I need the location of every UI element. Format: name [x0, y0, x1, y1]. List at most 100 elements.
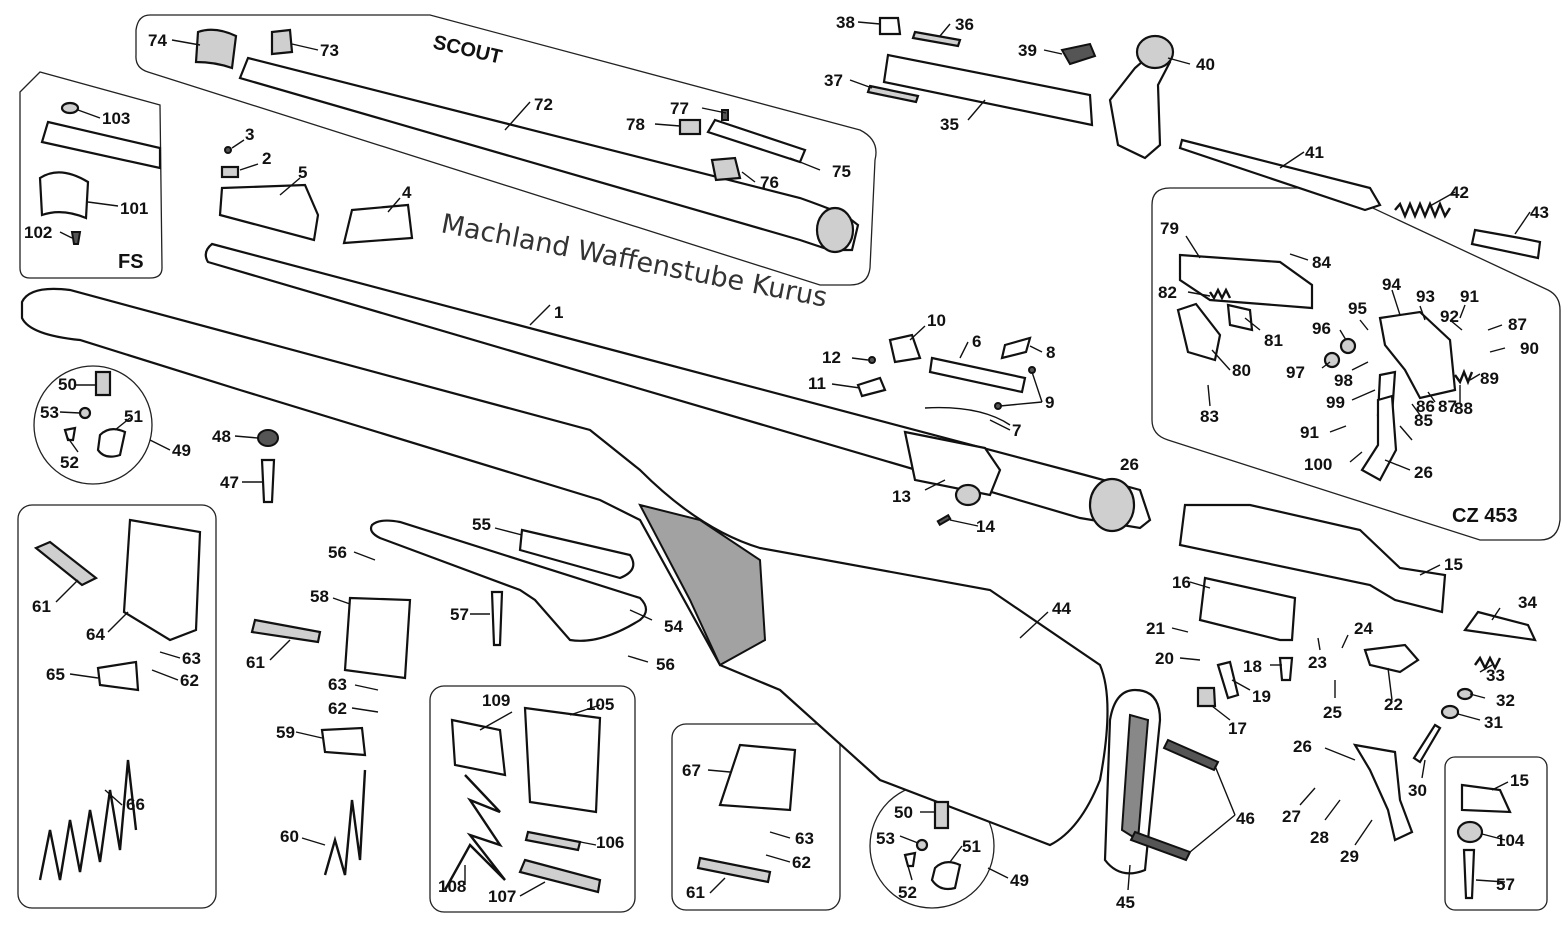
callout-label: 57: [450, 605, 469, 624]
part-4-hood-insert: [342, 203, 414, 245]
part-31-nut: [1440, 704, 1460, 720]
part-15-receiver: [1178, 503, 1447, 614]
callout-label: 52: [60, 453, 79, 472]
callout-label: 14: [976, 517, 995, 536]
callout-label: 83: [1200, 407, 1219, 426]
part-47-bolt: [260, 458, 276, 504]
callout-label: 6: [972, 332, 981, 351]
callout-label: 43: [1530, 203, 1549, 222]
callout-label: 3: [245, 125, 254, 144]
callout-label: 1: [554, 303, 563, 322]
callout-label: 15: [1444, 555, 1463, 574]
part-75-sight-spring: [706, 118, 807, 164]
callout-label: 13: [892, 487, 911, 506]
magazine-box-left: [17, 504, 217, 909]
callout-label: 79: [1160, 219, 1179, 238]
part-2-sight-blade: [220, 165, 240, 179]
callout-label: 18: [1243, 657, 1262, 676]
part-19-pin: [1216, 660, 1240, 700]
callout-label: 52: [898, 883, 917, 902]
part-58-magazine: [343, 596, 412, 680]
callout-label: 99: [1326, 393, 1345, 412]
part-78-sight-block: [678, 118, 702, 136]
part-106-plate: [524, 830, 582, 852]
callout-label: 49: [172, 441, 191, 460]
callout-label: 91: [1300, 423, 1319, 442]
callout-label: 66: [126, 795, 145, 814]
part-41-firing-pin: [1178, 138, 1382, 212]
callout-label: 50: [894, 803, 913, 822]
callout-label: 87: [1438, 397, 1457, 416]
part-11-lever: [856, 376, 887, 398]
callout-labels: 1 2 3 4 5 6 7 8 9 10 11 12 13 14 15 15 1…: [24, 13, 1549, 912]
callout-label: 65: [46, 665, 65, 684]
part-34-bracket: [1463, 610, 1537, 642]
callout-label: 97: [1286, 363, 1305, 382]
callout-label: 16: [1172, 573, 1191, 592]
callout-label: 63: [328, 675, 347, 694]
callout-label: 45: [1116, 893, 1135, 912]
callout-label: 47: [220, 473, 239, 492]
callout-label: 91: [1460, 287, 1479, 306]
part-82-spring: [1209, 287, 1232, 301]
fs-barrel-part: [40, 120, 162, 170]
part-37-extractor-2: [866, 84, 920, 104]
callout-label: 62: [328, 699, 347, 718]
part-60-spring: [323, 769, 367, 876]
callout-label: 96: [1312, 319, 1331, 338]
callout-label: 22: [1384, 695, 1403, 714]
part-52-screw-b: [903, 851, 917, 868]
callout-label: 59: [276, 723, 295, 742]
callout-label: 103: [102, 109, 130, 128]
callout-label: 82: [1158, 283, 1177, 302]
part-33-spring: [1474, 655, 1502, 671]
callout-label: 80: [1232, 361, 1251, 380]
callout-label: 28: [1310, 828, 1329, 847]
part-50-swivel-screw-b: [933, 800, 950, 830]
callout-label: 2: [262, 149, 271, 168]
callout-label: 26: [1293, 737, 1312, 756]
part-61-floorplate-a: [33, 540, 99, 587]
callout-label: 23: [1308, 653, 1327, 672]
part-55-floorplate: [518, 528, 635, 580]
part-35-bolt-body: [882, 53, 1094, 127]
callout-label: 64: [86, 625, 105, 644]
callout-label: 50: [58, 375, 77, 394]
part-13-receiver-bottom: [954, 483, 982, 507]
callout-label: 34: [1518, 593, 1537, 612]
callout-label: 42: [1450, 183, 1469, 202]
part-52-screw: [63, 426, 77, 442]
callout-label: 62: [180, 671, 199, 690]
callout-label: 74: [148, 31, 167, 50]
part-26-trigger-cz: [1360, 394, 1398, 482]
part-79-trigger-housing: [1178, 253, 1314, 310]
callout-label: 94: [1382, 275, 1401, 294]
callout-label: 33: [1486, 666, 1505, 685]
callout-label: 4: [402, 183, 412, 202]
part-17-spring-cup: [1196, 686, 1217, 708]
part-81-lever: [1226, 303, 1254, 332]
part-39-ejector: [1060, 42, 1097, 66]
stock-grip-checkering: [638, 503, 767, 667]
callout-label: 9: [1045, 393, 1054, 412]
callout-label: 62: [792, 853, 811, 872]
callout-label: 89: [1480, 369, 1499, 388]
callout-label: 21: [1146, 619, 1165, 638]
cz453-section-box: [1151, 187, 1561, 541]
callout-label: 24: [1354, 619, 1373, 638]
part-101-sleeve: [38, 171, 90, 220]
part-67-magazine: [718, 743, 797, 812]
callout-label: 27: [1282, 807, 1301, 826]
part-88-spring: [1454, 368, 1474, 386]
magazine-box-right: [671, 723, 841, 911]
scout-barrel-part: [238, 56, 860, 252]
part-74-sleeve: [194, 28, 238, 70]
detail-box-right: [1444, 756, 1548, 911]
callout-label: 53: [876, 829, 895, 848]
callout-label: 15: [1510, 771, 1529, 790]
callout-label: 72: [534, 95, 553, 114]
scout-barrel-muzzle-part: [815, 206, 855, 254]
callout-label: 61: [32, 597, 51, 616]
part-94-assembly: [1378, 310, 1457, 400]
